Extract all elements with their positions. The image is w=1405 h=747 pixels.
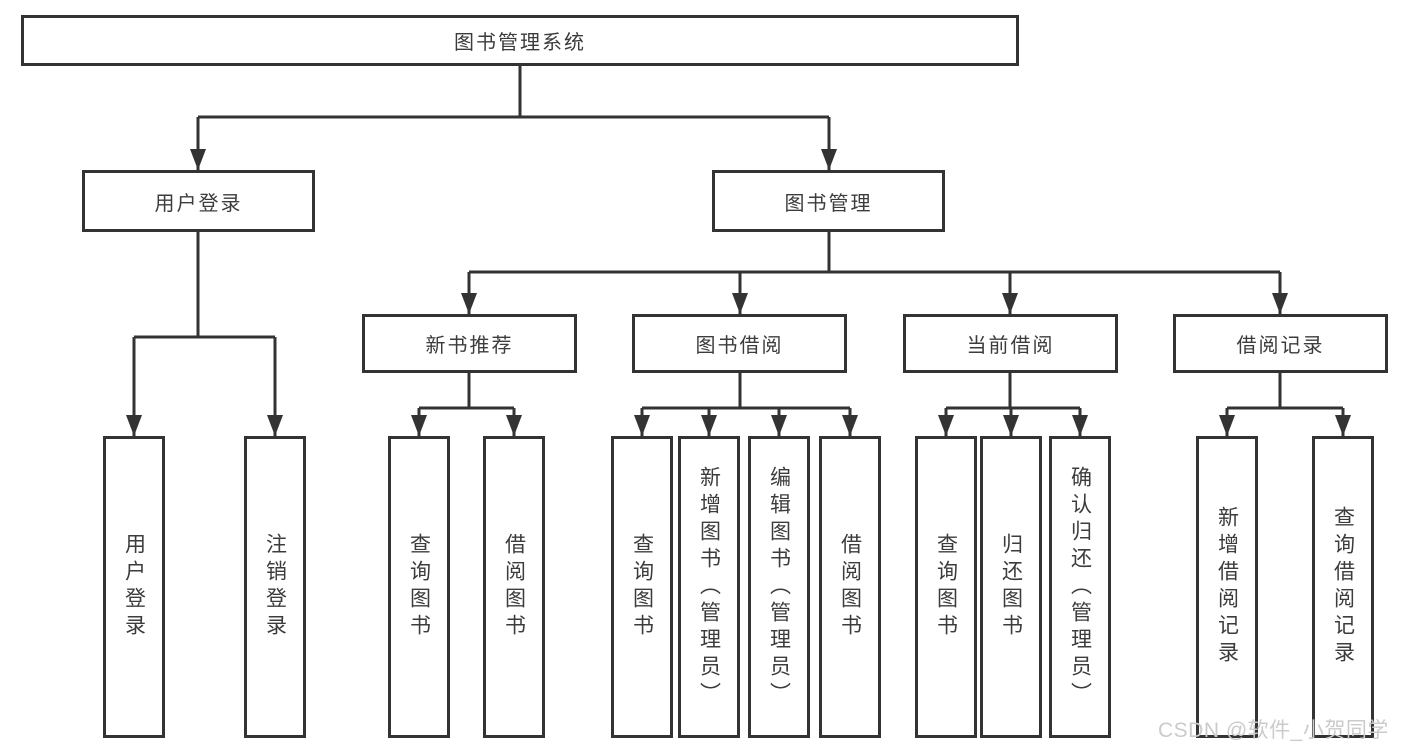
leaf-user-login: 用户登录 bbox=[103, 436, 165, 738]
leaf-add-borrow-record: 新增借阅记录 bbox=[1196, 436, 1258, 738]
node-root: 图书管理系统 bbox=[21, 15, 1019, 66]
node-new-book-recommend: 新书推荐 bbox=[362, 314, 577, 373]
leaf-search-books-current: 查询图书 bbox=[915, 436, 977, 738]
leaf-edit-books-admin: 编辑图书（管理员） bbox=[748, 436, 810, 738]
leaf-return-books: 归还图书 bbox=[980, 436, 1042, 738]
leaf-confirm-return-admin: 确认归还（管理员） bbox=[1049, 436, 1111, 738]
node-current-borrow: 当前借阅 bbox=[903, 314, 1118, 373]
node-user-login: 用户登录 bbox=[82, 170, 315, 232]
leaf-add-books-admin: 新增图书（管理员） bbox=[678, 436, 740, 738]
leaf-search-books-recommend: 查询图书 bbox=[388, 436, 450, 738]
leaf-search-books-borrow: 查询图书 bbox=[611, 436, 673, 738]
tree-rails bbox=[134, 66, 1343, 410]
leaf-borrow-books-recommend: 借阅图书 bbox=[483, 436, 545, 738]
node-borrow-records: 借阅记录 bbox=[1173, 314, 1388, 373]
watermark: CSDN @软件_小贺同学 bbox=[1158, 719, 1389, 742]
node-book-management: 图书管理 bbox=[712, 170, 945, 232]
leaf-search-borrow-record: 查询借阅记录 bbox=[1312, 436, 1374, 738]
node-book-borrow: 图书借阅 bbox=[632, 314, 847, 373]
leaf-borrow-books: 借阅图书 bbox=[819, 436, 881, 738]
leaf-logout: 注销登录 bbox=[244, 436, 306, 738]
